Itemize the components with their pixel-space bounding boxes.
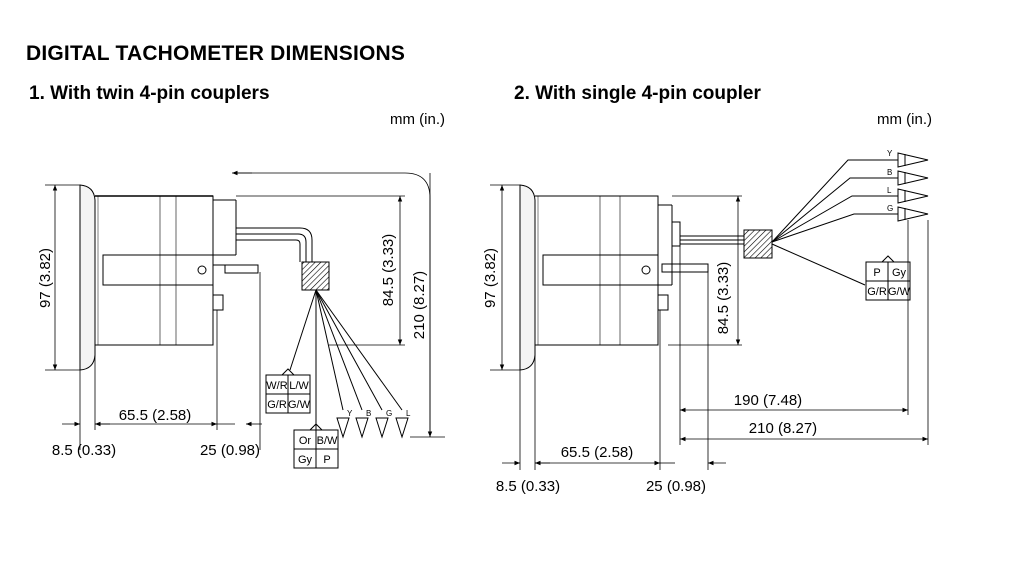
d2-coupler-pin4: G/W [888, 286, 911, 298]
diagram1-unit: mm (in.) [390, 111, 445, 128]
d1-coupler-b-pin4: P [323, 454, 330, 466]
coupler-2 [865, 255, 911, 301]
d1-harness-short-label: 84.5 (3.33) [380, 234, 397, 307]
diagram2-heading: 2. With single 4-pin coupler [514, 83, 761, 104]
diagram1 [45, 170, 445, 469]
d2-length-label: 65.5 (2.58) [561, 444, 634, 461]
d2-harness-short-label: 84.5 (3.33) [715, 262, 732, 335]
d1-wire-tag-1: Y [347, 409, 353, 418]
dimension-lines-1 [45, 170, 445, 450]
d1-coupler-b-pin3: Gy [298, 454, 313, 466]
d2-coupler-pin2: Gy [892, 267, 907, 279]
d1-harness-long-label: 210 (8.27) [411, 271, 428, 339]
gauge-body-2 [519, 184, 709, 371]
d1-coupler-a-pin3: G/R [267, 399, 287, 411]
d2-height-label: 97 (3.82) [482, 248, 499, 308]
d2-wire-tag-3: L [887, 186, 892, 195]
d2-wire-210-label: 210 (8.27) [749, 420, 817, 437]
diagram2-unit: mm (in.) [877, 111, 932, 128]
d1-length-label: 65.5 (2.58) [119, 407, 192, 424]
d2-wire-tag-1: Y [887, 149, 893, 158]
page-title: DIGITAL TACHOMETER DIMENSIONS [26, 42, 406, 65]
d1-coupler-b-pin2: B/W [317, 435, 338, 447]
d1-height-label: 97 (3.82) [37, 248, 54, 308]
d1-coupler-b-pin1: Or [299, 435, 312, 447]
diagram1-heading: 1. With twin 4-pin couplers [29, 83, 270, 104]
diagram2 [490, 152, 929, 470]
gauge-body-1 [79, 184, 259, 371]
harness-1 [236, 227, 409, 439]
d1-stub-label: 25 (0.98) [200, 442, 260, 459]
d1-coupler-a-pin2: L/W [289, 380, 309, 392]
d2-wire-tag-2: B [887, 168, 892, 177]
d2-coupler-pin3: G/R [867, 286, 887, 298]
d1-flange-label: 8.5 (0.33) [52, 442, 116, 459]
d1-wire-tag-2: B [366, 409, 371, 418]
d2-wire-190-label: 190 (7.48) [734, 392, 802, 409]
harness-2 [680, 152, 929, 286]
d1-wire-tag-3: G [386, 409, 392, 418]
d2-flange-label: 8.5 (0.33) [496, 478, 560, 495]
d1-wire-tag-4: L [406, 409, 411, 418]
d1-coupler-a-pin4: G/W [288, 399, 311, 411]
d2-wire-tag-4: G [887, 204, 893, 213]
d2-stub-label: 25 (0.98) [646, 478, 706, 495]
d1-coupler-a-pin1: W/R [266, 380, 287, 392]
d2-coupler-pin1: P [873, 267, 880, 279]
coupler-a [265, 368, 311, 414]
dimension-lines-2 [490, 184, 929, 470]
coupler-b [293, 423, 339, 469]
